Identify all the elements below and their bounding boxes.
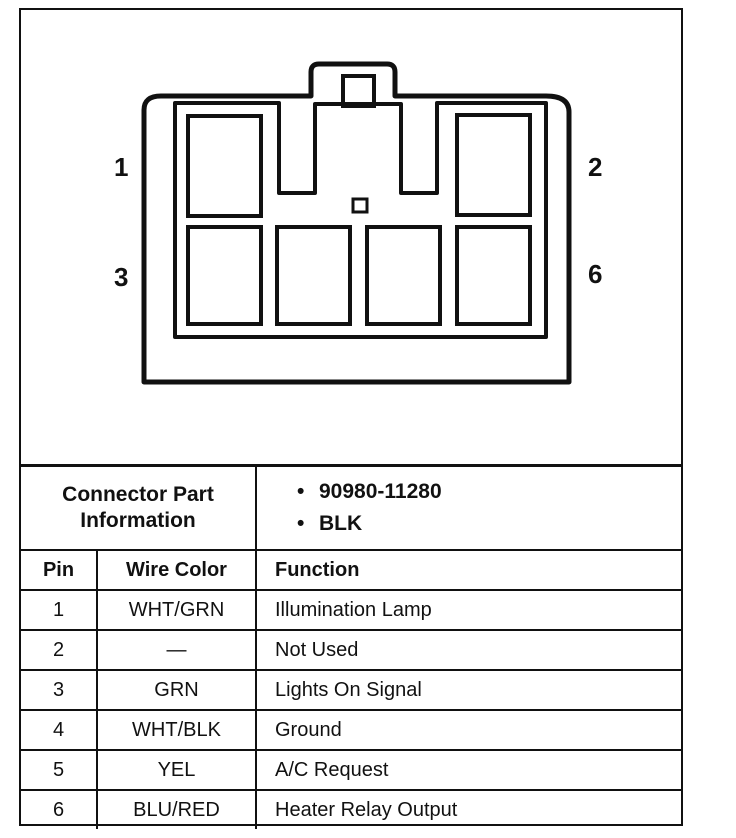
pin-cell: 5 <box>21 749 98 791</box>
pin-cell: 6 <box>21 789 98 829</box>
table-row: 4 WHT/BLK Ground <box>21 709 681 751</box>
table-row: 3 GRN Lights On Signal <box>21 669 681 711</box>
function-column-header: Function <box>255 549 681 591</box>
connector-inner-wall <box>173 101 548 339</box>
pin-cell: 2 <box>21 629 98 671</box>
part-info-label-line2: Information <box>80 509 196 532</box>
pin-label-3: 3 <box>114 262 128 292</box>
wire-color-cell: YEL <box>96 749 257 791</box>
table-row: 5 YEL A/C Request <box>21 749 681 791</box>
pin-label-1: 1 <box>114 152 128 182</box>
part-number: 90980-11280 <box>319 480 442 503</box>
connector-sheet: 1 2 3 6 Connector Part Information • 9098… <box>19 8 683 829</box>
connector-face-drawing: 1 2 3 6 <box>114 61 602 385</box>
part-info-values: • 90980-11280 • BLK <box>255 464 681 551</box>
pin-label-2: 2 <box>588 152 602 182</box>
part-color: BLK <box>319 512 363 535</box>
latch-opening <box>341 74 376 108</box>
bullet-icon: • <box>297 480 305 503</box>
wire-color-cell: GRN <box>96 669 257 711</box>
pin-cell: 3 <box>21 669 98 711</box>
connector-housing-outline <box>141 61 572 385</box>
pin-cavity-5 <box>365 225 442 326</box>
connector-info-table: Connector Part Information • 90980-11280 … <box>21 464 681 829</box>
connector-diagram: 1 2 3 6 <box>21 10 681 464</box>
wire-color-cell: WHT/GRN <box>96 589 257 631</box>
pin-cell: 4 <box>21 709 98 751</box>
function-cell: Not Used <box>255 629 681 671</box>
function-cell: Ground <box>255 709 681 751</box>
pin-column-header: Pin <box>21 549 98 591</box>
part-info-label-line1: Connector Part <box>62 483 214 506</box>
part-number-item: • 90980-11280 <box>297 476 681 508</box>
function-cell: A/C Request <box>255 749 681 791</box>
part-info-row: Connector Part Information • 90980-11280 … <box>21 464 681 551</box>
wire-color-cell: WHT/BLK <box>96 709 257 751</box>
bullet-icon: • <box>297 512 305 535</box>
pin-cell: 1 <box>21 589 98 631</box>
key-marker <box>351 197 369 214</box>
function-cell: Lights On Signal <box>255 669 681 711</box>
pin-cavity-4 <box>275 225 352 326</box>
pin-cavity-3 <box>186 225 263 326</box>
function-cell: Illumination Lamp <box>255 589 681 631</box>
table-row: 1 WHT/GRN Illumination Lamp <box>21 589 681 631</box>
pin-cavity-6 <box>455 225 532 326</box>
table-row: 6 BLU/RED Heater Relay Output <box>21 789 681 829</box>
table-row: 2 — Not Used <box>21 629 681 671</box>
part-color-item: • BLK <box>297 508 681 540</box>
function-cell: Heater Relay Output <box>255 789 681 829</box>
wire-color-cell: BLU/RED <box>96 789 257 829</box>
wire-color-cell: — <box>96 629 257 671</box>
pin-cavity-2 <box>455 113 532 217</box>
table-header-row: Pin Wire Color Function <box>21 549 681 591</box>
part-info-label: Connector Part Information <box>21 464 257 551</box>
wire-color-column-header: Wire Color <box>96 549 257 591</box>
pin-label-6: 6 <box>588 259 602 289</box>
pin-cavity-1 <box>186 114 263 218</box>
